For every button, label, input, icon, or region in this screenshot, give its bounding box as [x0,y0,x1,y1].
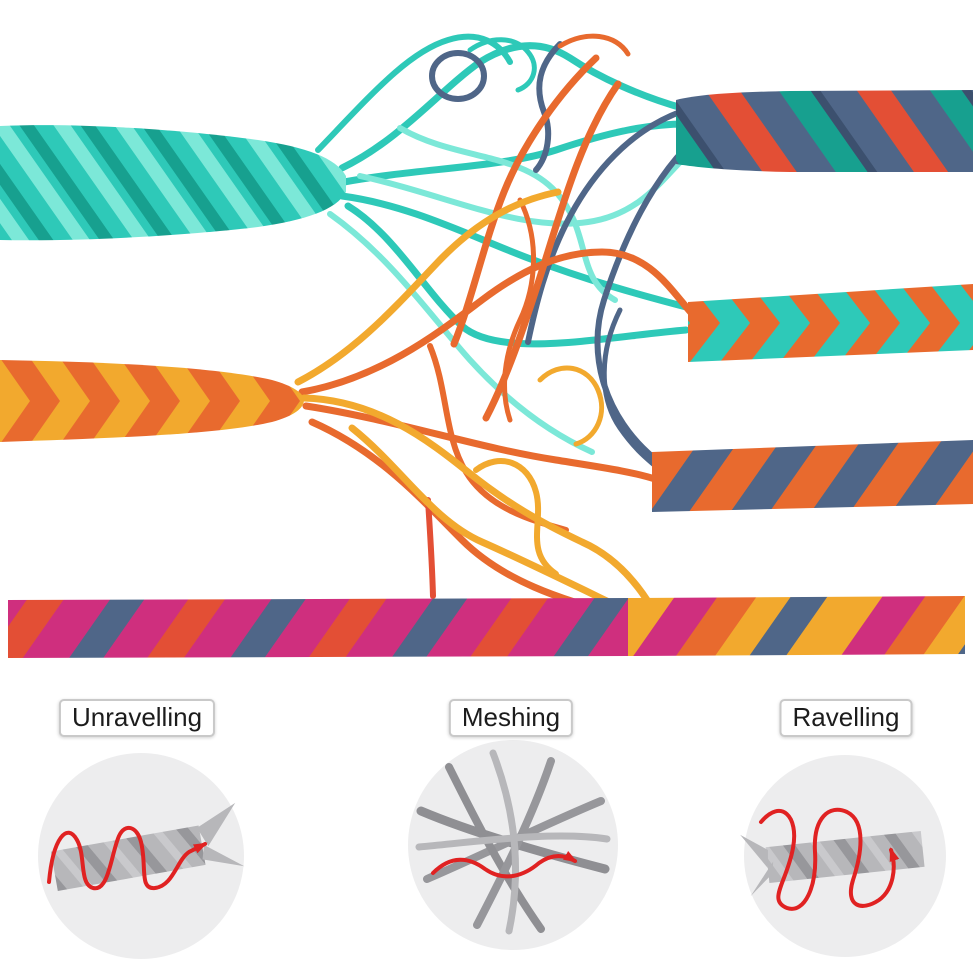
bottom-rope-left [8,598,628,658]
gray-mesh-threads [415,749,611,935]
gray-rope-sketch [50,825,206,891]
top-right-rope [676,90,973,172]
frayed-strand [196,802,236,847]
left-braid-rope [0,360,304,442]
gray-rope-sketch [765,830,925,884]
mesh-threads [294,33,703,622]
bottom-rope [8,596,965,658]
red-thread-unravelling [47,825,208,891]
unravelling-diagram [38,753,245,959]
teal-rope [0,125,346,241]
middle-right-braid-rope [688,284,973,362]
frayed-strand [202,844,245,867]
stage-label-ravelling: Ravelling [779,699,913,737]
stage-label-unravelling: Unravelling [58,699,216,737]
frayed-strand [740,834,768,869]
meshing-diagram [408,740,618,950]
ravelling-diagram [740,755,946,957]
thread-loop [429,50,487,102]
lower-right-rope [652,440,973,512]
stage-label-meshing: Meshing [448,699,574,737]
bottom-rope-right [628,596,965,656]
red-thread-ravelling [759,807,900,911]
red-thread-meshing [431,851,578,879]
